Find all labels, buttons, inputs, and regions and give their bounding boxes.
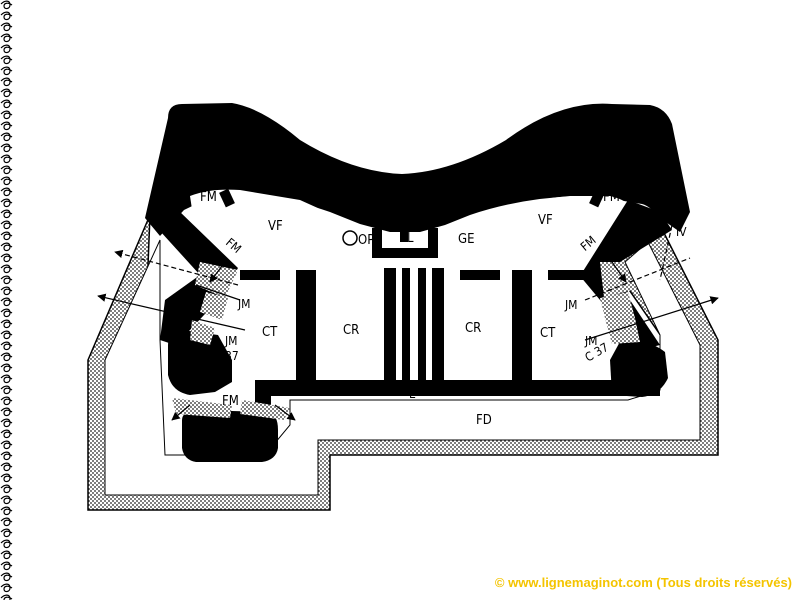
copyright-notice: © www.lignemaginot.com (Tous droits rése… [494, 575, 792, 590]
label-op: OP [358, 233, 374, 248]
label-v-left: V [170, 332, 178, 346]
label-ct-right: CT [540, 326, 556, 341]
spiral-binding [0, 0, 13, 600]
label-iv: IV [676, 225, 687, 239]
label-ct-left: CT [262, 325, 278, 340]
firing-lines [97, 224, 719, 421]
label-e: E [409, 387, 416, 401]
label-fm-top-right: FM [603, 190, 620, 205]
label-cr-right: CR [465, 321, 481, 336]
label-c37-left: C 37 [214, 349, 239, 363]
label-jm-right-upper: JM [564, 298, 578, 312]
label-vf-right: VF [538, 213, 553, 228]
label-ge: GE [458, 232, 474, 247]
label-jm-left-lower: JM [224, 334, 238, 348]
label-fm-top-left: FM [200, 190, 217, 205]
label-cr-left: CR [343, 323, 359, 338]
label-jm-left-upper: JM [237, 297, 251, 311]
label-vf-left: VF [268, 219, 283, 234]
op-circle-icon [342, 230, 358, 246]
label-jm-right-lower: JM [584, 334, 598, 348]
label-l: L [407, 231, 414, 246]
label-fd: FD [476, 413, 492, 428]
concrete-roof [145, 103, 690, 236]
label-fm-bottom: FM [222, 394, 239, 409]
